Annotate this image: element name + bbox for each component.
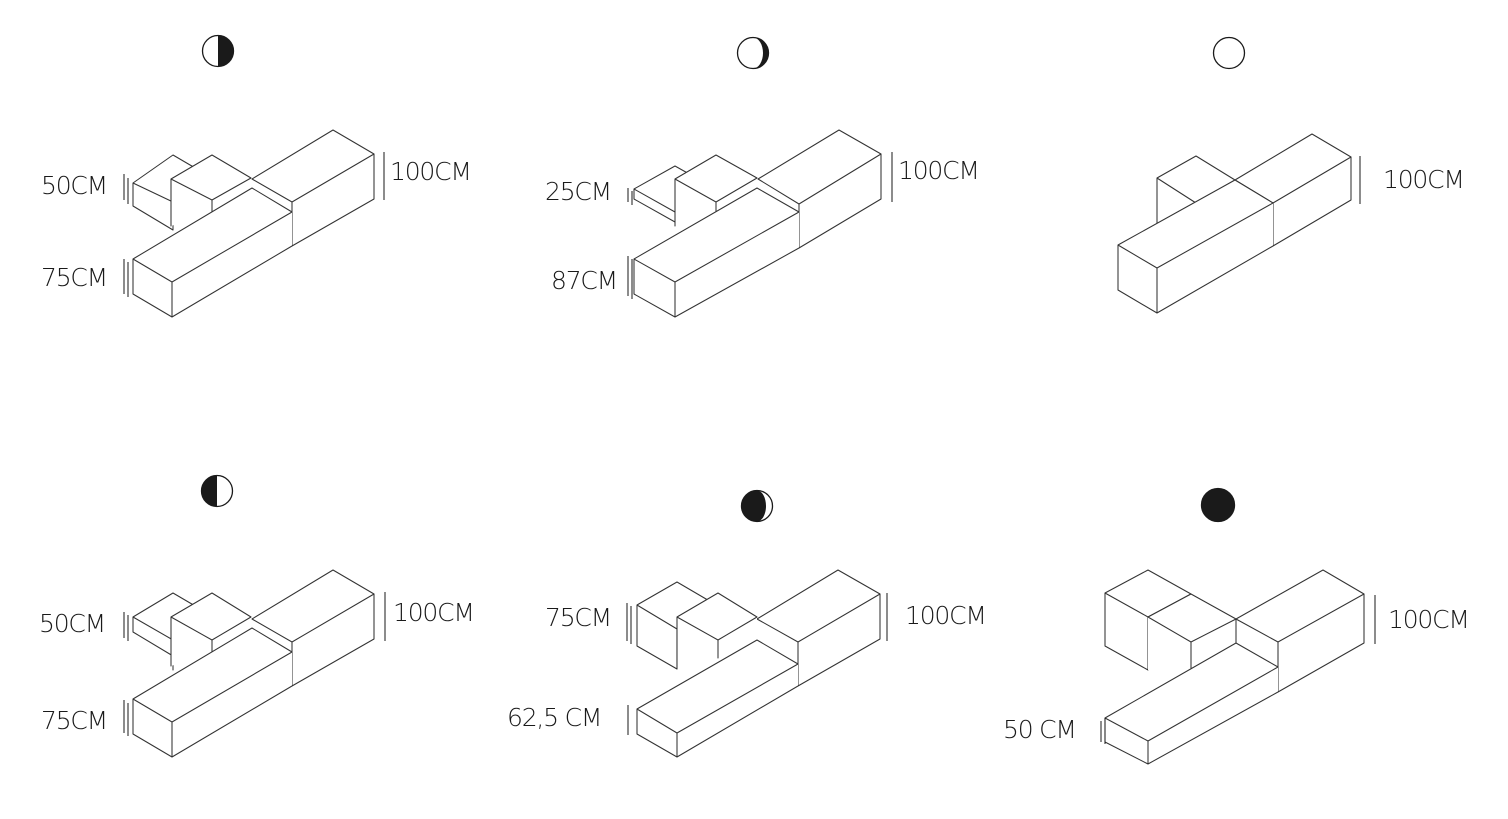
half-moon-left-dark-icon [200,474,234,508]
crescent-moon-icon [736,36,770,70]
middle-cube [676,592,758,670]
modular-sofa-drawing [636,569,881,758]
dimension-ticks [123,152,385,297]
dimension-ticks [123,592,386,736]
middle-cube [170,592,252,667]
label-bottom-left: 75CM [41,706,107,735]
modular-sofa-drawing [132,129,375,318]
label-right: 100CM [390,157,471,186]
middle-cube [170,154,252,227]
config-new-moon-outline: 100CM [1117,36,1465,314]
config-first-quarter: 50CM 75CM 100CM [41,34,472,318]
gibbous-moon-icon [740,489,774,523]
label-right: 100CM [905,601,986,630]
middle-cube [674,154,758,227]
front-seat-75cm [132,627,293,758]
modular-sofa-drawing [132,569,375,758]
filled-circle-icon [1200,487,1236,523]
label-top-left: 50CM [39,609,105,638]
empty-circle-icon [1212,36,1246,70]
front-seat-62-5cm [636,639,799,758]
label-right: 100CM [1383,165,1464,194]
label-right: 100CM [393,598,474,627]
config-waxing-crescent: 25CM 87CM 100CM [545,36,980,318]
modular-sofa-drawing [1104,569,1365,765]
label-top-left: 75CM [545,603,611,632]
label-bottom-left: 62,5 CM [507,703,601,732]
config-last-quarter: 50CM 75CM 100CM [39,474,475,758]
label-top-left: 25CM [545,177,611,206]
middle-back-cube [1147,593,1237,670]
half-moon-right-dark-icon [201,34,235,68]
dimension-ticks [626,593,888,735]
label-bottom-left: 50 CM [1003,715,1076,744]
modular-sofa-drawing [633,129,882,318]
config-waning-gibbous: 75CM 62,5 CM 100CM [507,489,987,758]
label-bottom-left: 87CM [551,266,617,295]
label-top-left: 50CM [41,171,107,200]
label-bottom-left: 75CM [41,263,107,292]
dimension-ticks [627,152,893,299]
config-full-dark: 50 CM 100CM [1003,487,1470,765]
front-seat-87cm [633,187,800,318]
modular-sofa-drawing [1117,133,1352,314]
front-seat-75cm [132,187,293,318]
label-right: 100CM [898,156,979,185]
dimension-ticks [1100,595,1376,744]
label-right: 100CM [1388,605,1469,634]
front-seat [1117,179,1274,314]
